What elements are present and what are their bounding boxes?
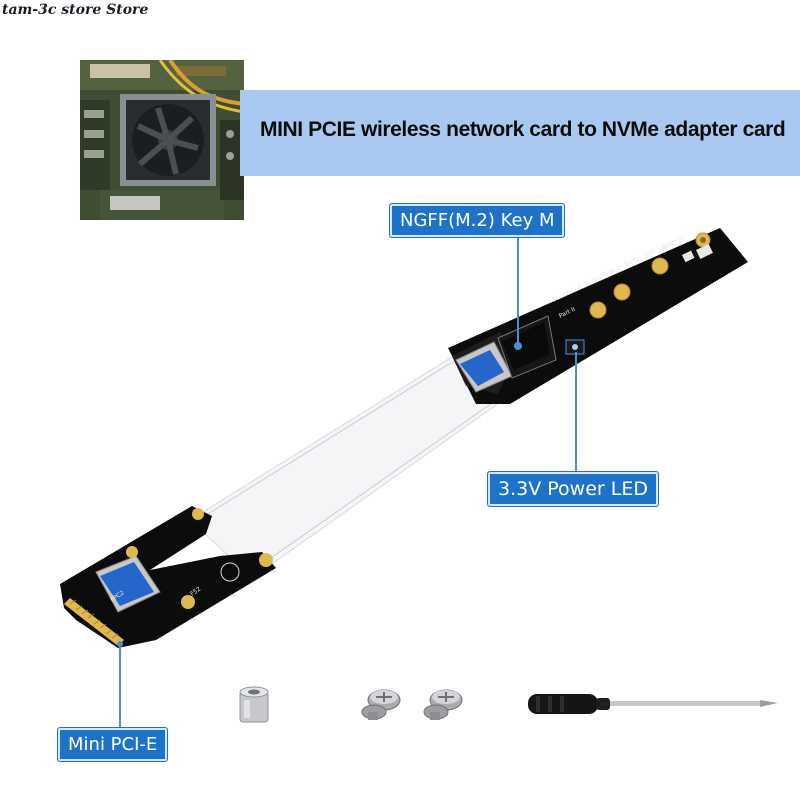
mini-pcie-label: Mini PCI-E xyxy=(58,728,168,761)
ribbon-cable xyxy=(189,351,507,579)
store-watermark: tam-3c store Store xyxy=(2,2,149,18)
screwdriver xyxy=(528,694,778,714)
motherboard-photo xyxy=(80,60,244,220)
mini-pcie-board: FPC2 F52 xyxy=(60,506,276,648)
ngff-key-m-label: NGFF(M.2) Key M xyxy=(390,204,565,237)
screw-2 xyxy=(423,689,463,720)
power-led-label: 3.3V Power LED xyxy=(488,472,658,506)
m2-adapter-board: Mini PCI-E To NGFF(M.2) NVME SSD Cable P… xyxy=(448,228,748,404)
banner-title: MINI PCIE wireless network card to NVMe … xyxy=(260,118,786,141)
standoff-nut xyxy=(239,686,269,723)
title-banner xyxy=(240,90,800,176)
screw-1 xyxy=(361,689,401,720)
